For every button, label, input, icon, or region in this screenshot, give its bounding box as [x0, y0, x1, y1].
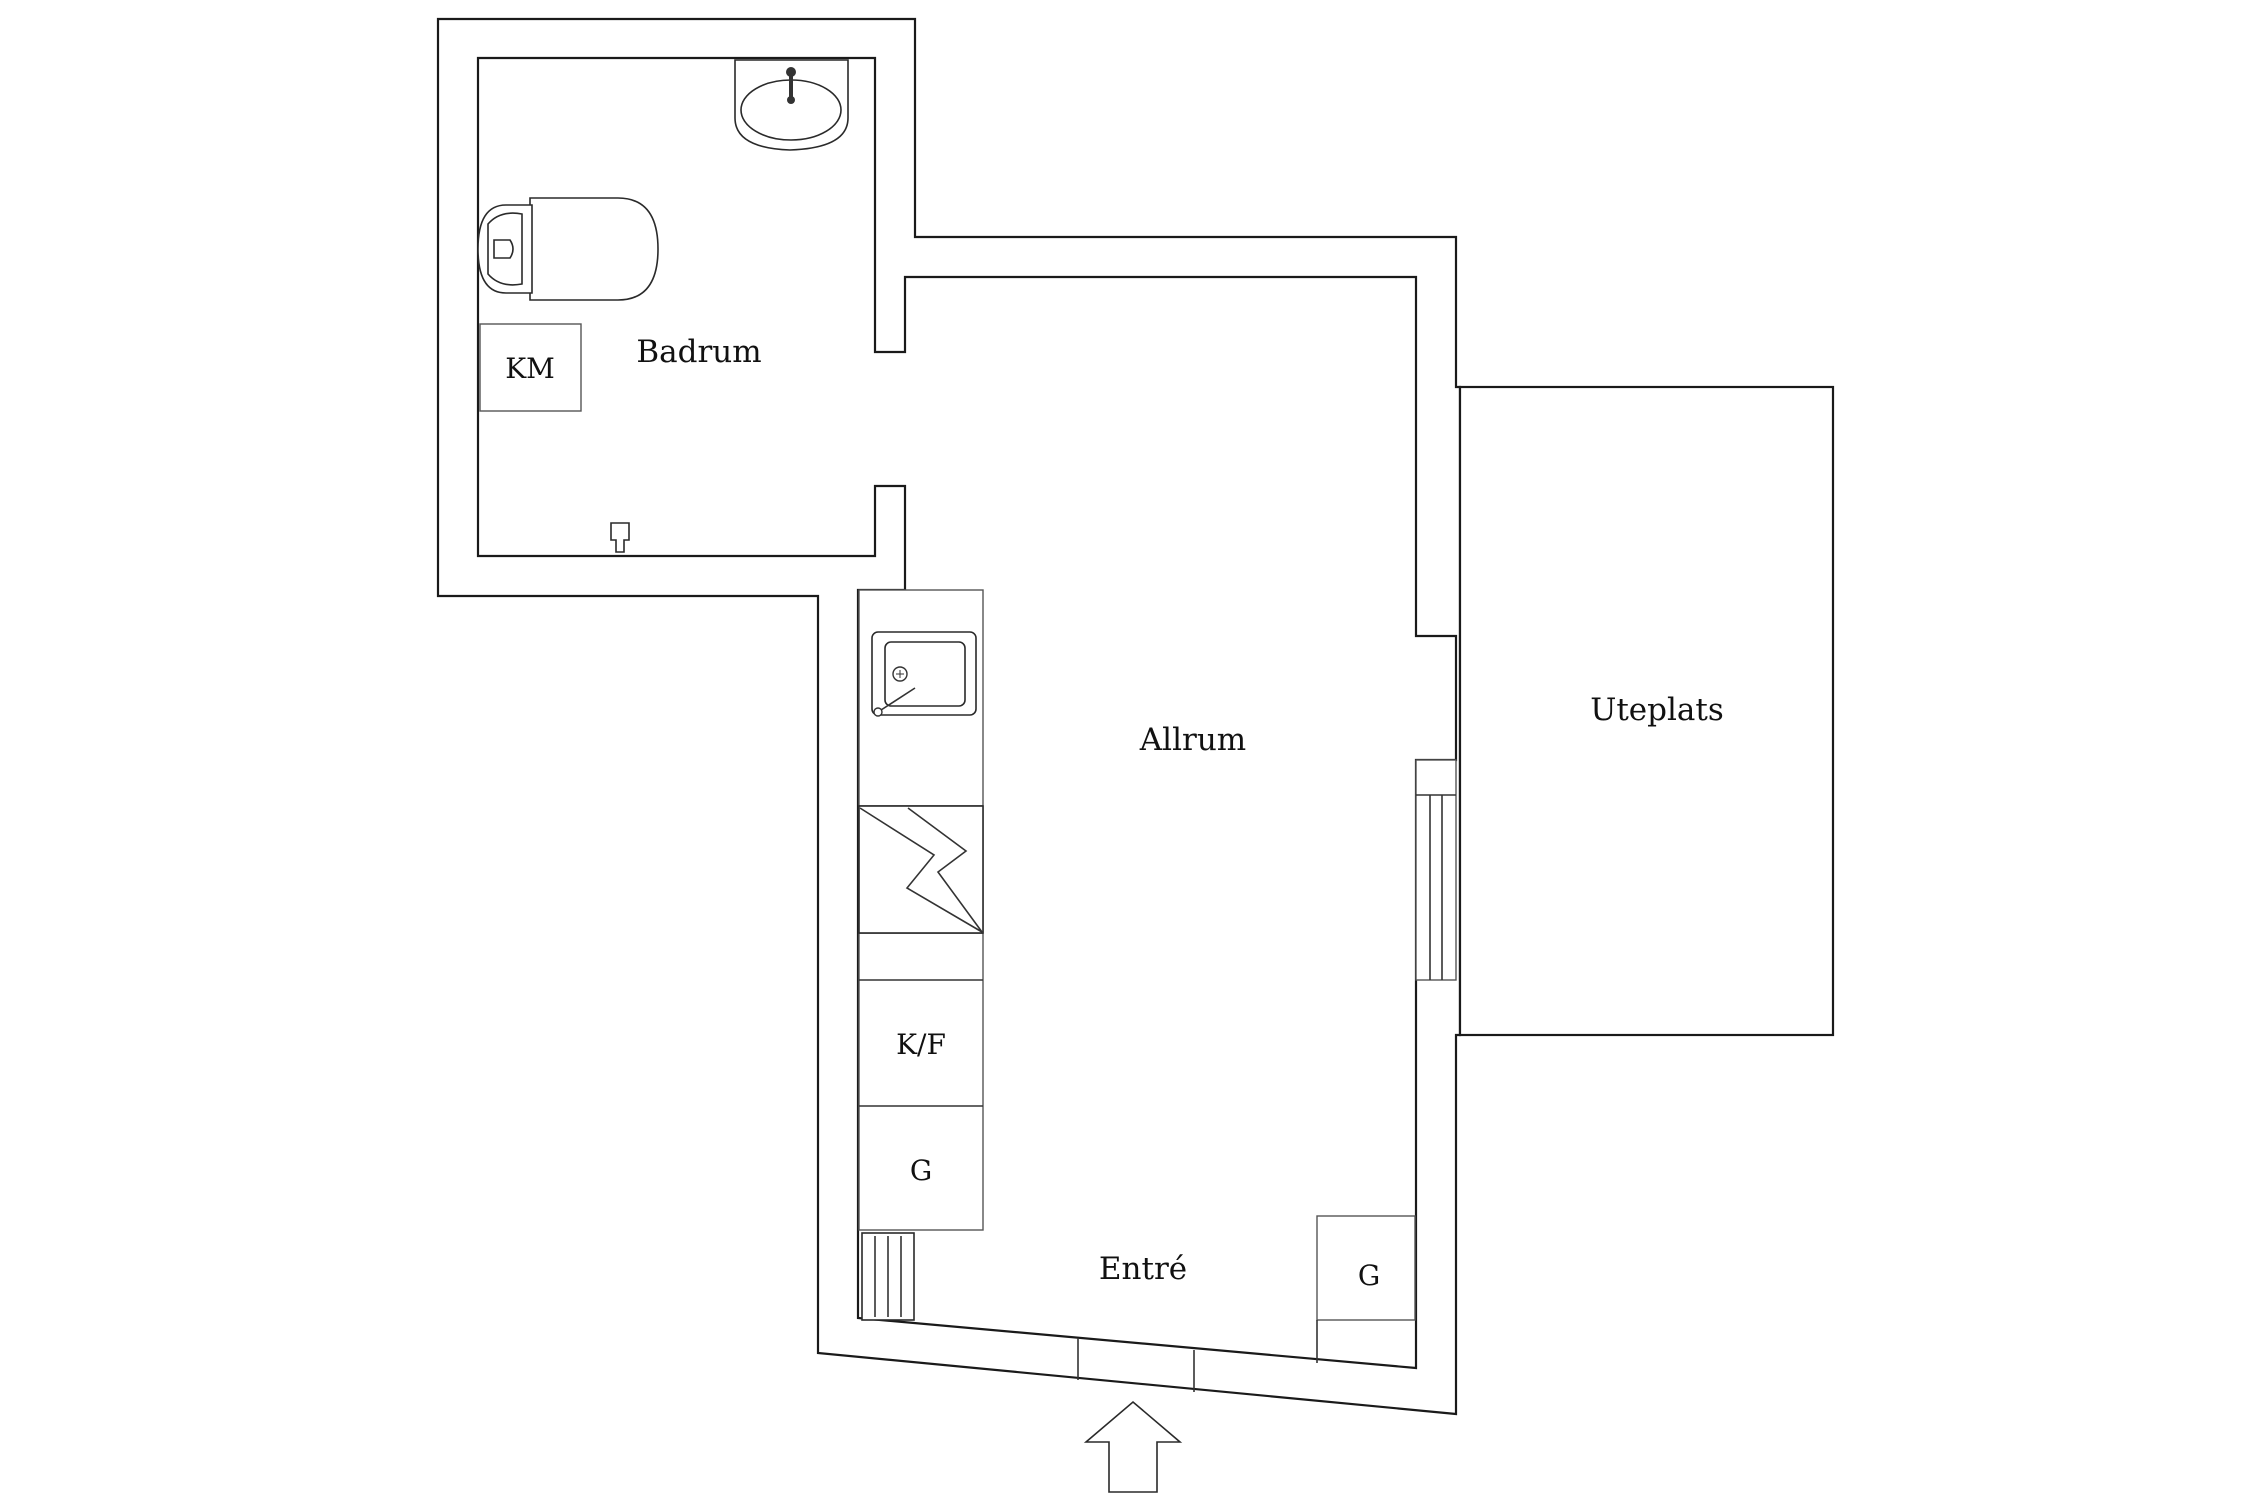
toilet-icon [477, 197, 659, 301]
patio-door [1415, 759, 1457, 981]
entrance-door [1077, 1338, 1195, 1392]
fixture-label-washing-machine: KM [505, 352, 555, 385]
fixture-label-wardrobe: G [1358, 1259, 1380, 1292]
room-label-entrance: Entré [1099, 1251, 1187, 1287]
kitchen-sink-icon [871, 631, 977, 717]
floor-drain-icon [610, 522, 630, 553]
stove-icon [858, 805, 984, 934]
fixture-label-kitchen-cabinet: G [910, 1154, 932, 1187]
sink-icon [734, 59, 849, 151]
wardrobe [1316, 1215, 1416, 1321]
room-label-living-room: Allrum [1139, 722, 1246, 758]
arrow-up-icon [1083, 1400, 1183, 1493]
fixture-label-fridge-freezer: K/F [896, 1028, 946, 1061]
patio-area [1458, 385, 1835, 1037]
radiator-icon [861, 1232, 915, 1321]
washing-machine [479, 323, 582, 412]
room-label-bathroom: Badrum [636, 334, 761, 370]
room-label-patio: Uteplats [1590, 692, 1724, 728]
